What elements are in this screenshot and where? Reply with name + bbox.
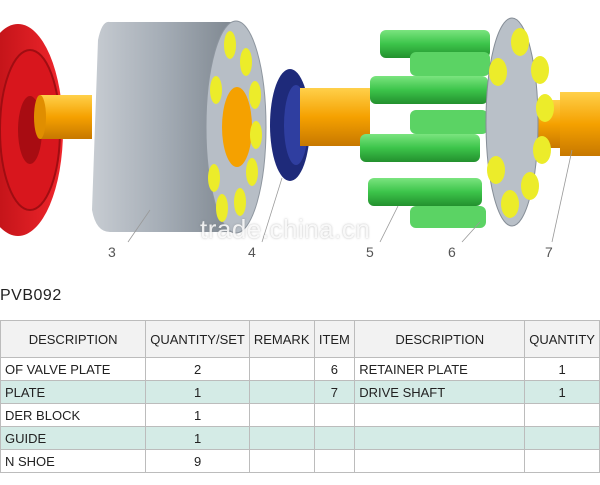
- cell-quantity-2: 1: [524, 380, 600, 404]
- header-item: ITEM: [313, 320, 356, 358]
- cell-remark: [248, 403, 315, 427]
- cell-item: [313, 403, 356, 427]
- header-description: DESCRIPTION: [0, 320, 147, 358]
- pump-parts-illustration: [0, 17, 600, 243]
- table-row: PLATE 1 7 DRIVE SHAFT 1: [0, 380, 600, 404]
- header-description-2: DESCRIPTION: [354, 320, 526, 358]
- cell-quantity-2: [524, 403, 600, 427]
- table-header-row: DESCRIPTION QUANTITY/SET REMARK ITEM DES…: [0, 320, 600, 358]
- cell-description: OF VALVE PLATE: [0, 357, 147, 381]
- cell-item: [313, 426, 356, 450]
- cell-description: DER BLOCK: [0, 403, 147, 427]
- cell-description-2: DRIVE SHAFT: [354, 380, 526, 404]
- table-row: N SHOE 9: [0, 449, 600, 473]
- cell-description: GUIDE: [0, 426, 147, 450]
- table-row: OF VALVE PLATE 2 6 RETAINER PLATE 1: [0, 357, 600, 381]
- header-remark: REMARK: [248, 320, 315, 358]
- header-quantity: QUANTITY: [524, 320, 600, 358]
- bore-holes: [208, 31, 262, 222]
- callout-5: 5: [366, 244, 374, 260]
- shaft-stub-part: [34, 95, 92, 139]
- cell-remark: [248, 380, 315, 404]
- cell-quantity-2: 1: [524, 357, 600, 381]
- callout-4: 4: [248, 244, 256, 260]
- cell-remark: [248, 357, 315, 381]
- table-row: DER BLOCK 1: [0, 403, 600, 427]
- cell-item: 7: [313, 380, 356, 404]
- cell-quantity-2: [524, 449, 600, 473]
- cell-remark: [248, 426, 315, 450]
- cell-quantity: 2: [145, 357, 250, 381]
- watermark-text: trade.china.cn: [200, 214, 371, 244]
- cell-description-2: [354, 449, 526, 473]
- cylinder-block-part: [92, 20, 267, 234]
- table-row: GUIDE 1: [0, 426, 600, 450]
- cell-description-2: [354, 426, 526, 450]
- parts-table: DESCRIPTION QUANTITY/SET REMARK ITEM DES…: [0, 320, 600, 473]
- cell-description-2: [354, 403, 526, 427]
- callout-3: 3: [108, 244, 116, 260]
- cell-description: PLATE: [0, 380, 147, 404]
- callout-7: 7: [545, 244, 553, 260]
- cell-description: N SHOE: [0, 449, 147, 473]
- cell-quantity: 1: [145, 426, 250, 450]
- retainer-plate-part: [485, 17, 554, 227]
- callout-6: 6: [448, 244, 456, 260]
- cell-quantity: 1: [145, 403, 250, 427]
- cell-description-2: RETAINER PLATE: [354, 357, 526, 381]
- cell-remark: [248, 449, 315, 473]
- cell-item: 6: [313, 357, 356, 381]
- cell-quantity: 1: [145, 380, 250, 404]
- model-title: PVB092: [0, 287, 62, 304]
- piston-shoes-part: [360, 30, 490, 228]
- cell-item: [313, 449, 356, 473]
- cell-quantity: 9: [145, 449, 250, 473]
- cell-quantity-2: [524, 426, 600, 450]
- leader-lines: [127, 149, 573, 243]
- header-quantity-set: QUANTITY/SET: [145, 320, 250, 358]
